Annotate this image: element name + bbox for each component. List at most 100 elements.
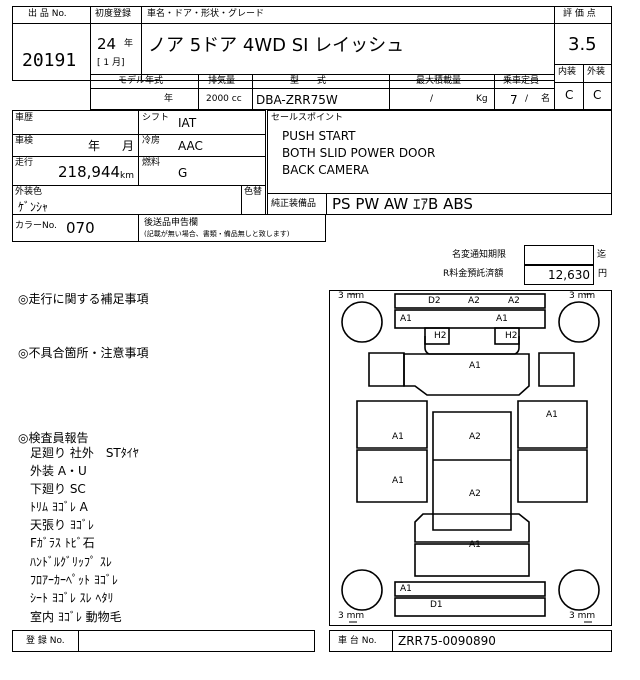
inspection-year-unit: 年 (88, 139, 101, 153)
tread-depth-rear-left: 3 mm (338, 611, 365, 621)
lot-label: 出 品 No. (28, 9, 67, 19)
color-label: 外装色 (15, 187, 43, 197)
inspector-line: 下廻り SC (30, 482, 86, 496)
inspector-line: ﾄﾘﾑ ﾖｺﾞﾚ A (30, 500, 88, 514)
name-change-label: 名変通知期限 (452, 250, 507, 260)
inspector-line: 外装 A・U (30, 464, 87, 478)
score-label: 評 価 点 (563, 9, 596, 19)
name-change-box (524, 245, 594, 265)
docs-label: 後送品申告欄 (144, 218, 199, 228)
chassis-no-value: ZRR75-0090890 (398, 634, 496, 648)
tread-depth-front-right: 3 mm (569, 291, 596, 301)
history-label: 車歴 (15, 113, 34, 123)
inspector-line: 室内 ﾖｺﾞﾚ 動物毛 (30, 610, 122, 624)
car-name-label: 車名・ドア・形状・グレード (147, 9, 265, 19)
inspector-line: 天張り ﾖｺﾞﾚ (30, 518, 94, 532)
sales-point-line: PUSH START (282, 129, 356, 143)
capacity-value: 7 (510, 93, 518, 107)
equipment-value: PS PW AW ｴｱB ABS (332, 195, 473, 213)
ac-value: AAC (178, 139, 203, 153)
chassis-no-box (329, 630, 612, 652)
damage-front-door-left: A1 (392, 432, 404, 442)
mileage-unit: km (120, 171, 134, 181)
displacement-label: 排気量 (208, 76, 236, 86)
damage-roof-front: A2 (469, 432, 481, 442)
damage-front-lip-left: A1 (400, 314, 412, 324)
mileage-value: 218,944 (58, 163, 121, 181)
inspector-line: ｼｰﾄ ﾖｺﾞﾚ ｽﾚ ﾍﾀﾘ (30, 591, 114, 605)
damage-front-bumper-left: D2 (428, 296, 441, 306)
fuel-value: G (178, 166, 188, 180)
sales-point-line: BACK CAMERA (282, 163, 369, 177)
inspector-line: Fｶﾞﾗｽ ﾄﾋﾞ石 (30, 536, 95, 550)
color-value: ｹﾞﾝｼｬ (18, 200, 49, 214)
reg-year: 24 (97, 35, 117, 53)
inspector-line: ﾊﾝﾄﾞﾙｸﾞﾘｯﾌﾟ ｽﾚ (30, 555, 112, 569)
model-year-label: モデル年式 (118, 76, 164, 86)
tread-depth-front-left: 3 mm (338, 291, 365, 301)
fuel-label: 燃料 (142, 158, 161, 168)
damage-front-bumper-right: A2 (508, 296, 520, 306)
specs-box (90, 74, 555, 110)
sales-point-label: セールスポイント (271, 113, 344, 123)
exterior-label: 外装 (587, 67, 606, 77)
recycle-box (524, 265, 594, 285)
exterior-grade: C (593, 88, 602, 102)
shift-value: IAT (178, 116, 197, 130)
recycle-label: R料金預託済額 (443, 269, 504, 279)
registration-no-label: 登 録 No. (26, 636, 65, 646)
recycle-unit: 円 (598, 269, 608, 279)
load-unit: Kg (476, 94, 488, 104)
damage-fender-right: A1 (546, 410, 558, 420)
capacity-unit: 名 (541, 94, 551, 104)
damage-headlight-right: H2 (505, 331, 518, 341)
damage-rear-bumper: D1 (430, 600, 443, 610)
capacity-label: 乗車定員 (503, 76, 540, 86)
color-no-label: カラーNo. (15, 221, 57, 231)
model-year-unit: 年 (164, 94, 174, 104)
type-label: 型 式 (290, 76, 327, 86)
displacement-value: 2000 cc (206, 94, 242, 104)
defects-label: ◎不具合箇所・注意事項 (18, 346, 149, 360)
shift-label: シフト (142, 113, 170, 123)
color-no-box (12, 214, 326, 242)
details-box (12, 110, 266, 186)
damage-front-lip-mid: A1 (496, 314, 508, 324)
load-value: / (430, 94, 434, 104)
car-name: ノア 5ドア 4WD SI レイッシュ (148, 35, 405, 56)
score-value: 3.5 (568, 34, 597, 55)
car-diagram (329, 290, 612, 626)
inspection-label: 車検 (15, 136, 34, 146)
tread-depth-rear-right: 3 mm (569, 611, 596, 621)
damage-back-door: A1 (469, 540, 481, 550)
equipment-box (267, 193, 612, 215)
name-change-unit: 迄 (597, 250, 607, 260)
type-value: DBA-ZRR75W (256, 93, 338, 107)
ac-label: 冷房 (142, 136, 161, 146)
sales-point-line: BOTH SLID POWER DOOR (282, 146, 436, 160)
inspection-month-unit: 月 (122, 139, 135, 153)
damage-front-bumper-mid: A2 (468, 296, 480, 306)
color-no-value: 070 (66, 219, 95, 237)
damage-rear-lip: A1 (400, 584, 412, 594)
reg-month: [ 1 月] (97, 58, 125, 68)
color-change-label: 色替 (244, 187, 263, 197)
lot-number: 20191 (22, 50, 77, 71)
equipment-label: 純正装備品 (271, 199, 317, 209)
damage-headlight-left: H2 (434, 331, 447, 341)
car-outline-drawing (341, 293, 600, 623)
capacity-sep: / (525, 94, 529, 104)
interior-label: 内装 (558, 67, 577, 77)
mileage-label: 走行 (15, 158, 34, 168)
reg-year-unit: 年 (124, 39, 134, 49)
color-box (12, 185, 266, 215)
damage-roof-rear: A2 (469, 489, 481, 499)
inspector-label: ◎検査員報告 (18, 431, 89, 445)
recycle-value: 12,630 (548, 268, 590, 282)
interior-grade: C (565, 88, 574, 102)
inspector-line: ﾌﾛｱｰｶｰﾍﾟｯﾄ ﾖｺﾞﾚ (30, 573, 118, 587)
inspector-line: 足廻り 社外 STﾀｲﾔ (30, 446, 139, 460)
chassis-no-label: 車 台 No. (338, 636, 377, 646)
reg-label: 初度登録 (95, 9, 132, 19)
docs-note: (記載が無い場合、書類・備品無しと致します) (144, 230, 290, 238)
